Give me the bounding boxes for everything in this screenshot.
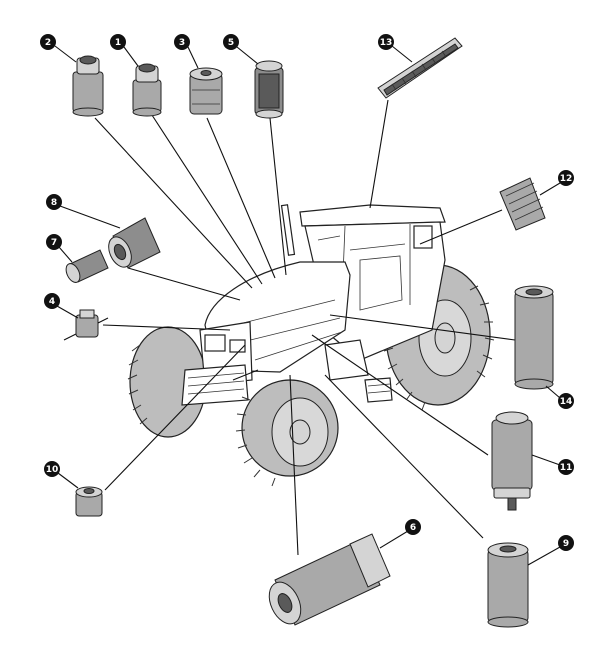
leader-lines (94, 99, 516, 556)
tractor-hood (181, 261, 393, 406)
filter-3-part (189, 67, 223, 115)
callout-badge-10: 10 (44, 461, 60, 477)
tractor-illustration (127, 204, 495, 487)
front-right-tire (235, 379, 339, 487)
svg-text:14: 14 (560, 397, 573, 407)
badge-connectors (54, 45, 561, 566)
callout-badges: 2 1 3 5 13 12 8 7 (40, 34, 574, 551)
callout-badge-2: 2 (40, 34, 56, 50)
filter-10-part (75, 486, 103, 517)
filter-6-part (268, 533, 391, 626)
callout-badge-14: 14 (558, 393, 574, 409)
svg-text:12: 12 (560, 174, 573, 184)
svg-text:13: 13 (380, 38, 393, 48)
svg-text:3: 3 (179, 38, 185, 48)
filter-11-part (491, 411, 533, 511)
svg-text:8: 8 (51, 198, 57, 208)
filter-5-part (254, 60, 284, 119)
filter-7-part (65, 249, 109, 283)
svg-text:2: 2 (45, 38, 51, 48)
callout-badge-12: 12 (558, 170, 574, 186)
filter-9-part (487, 542, 529, 628)
callout-badge-4: 4 (44, 293, 60, 309)
filter-14-part (514, 285, 554, 390)
filter-13-part (377, 37, 463, 99)
filter-1-part (132, 63, 162, 117)
callout-badge-7: 7 (46, 234, 62, 250)
filter-2-part (72, 55, 104, 117)
filter-8-part (108, 217, 161, 269)
callout-badge-1: 1 (110, 34, 126, 50)
filter-4-part (63, 309, 109, 341)
callout-badge-8: 8 (46, 194, 62, 210)
svg-text:5: 5 (228, 38, 234, 48)
callout-badge-13: 13 (378, 34, 394, 50)
callout-badge-6: 6 (405, 519, 421, 535)
svg-text:6: 6 (410, 523, 416, 533)
svg-text:7: 7 (51, 238, 57, 248)
filter-12-part (499, 177, 546, 231)
callout-badge-3: 3 (174, 34, 190, 50)
svg-text:11: 11 (560, 463, 573, 473)
callout-badge-9: 9 (558, 535, 574, 551)
callout-badge-11: 11 (558, 459, 574, 475)
callout-badge-5: 5 (223, 34, 239, 50)
svg-text:10: 10 (46, 465, 59, 475)
svg-text:4: 4 (49, 297, 55, 307)
svg-text:1: 1 (115, 38, 121, 48)
svg-text:9: 9 (563, 539, 569, 549)
